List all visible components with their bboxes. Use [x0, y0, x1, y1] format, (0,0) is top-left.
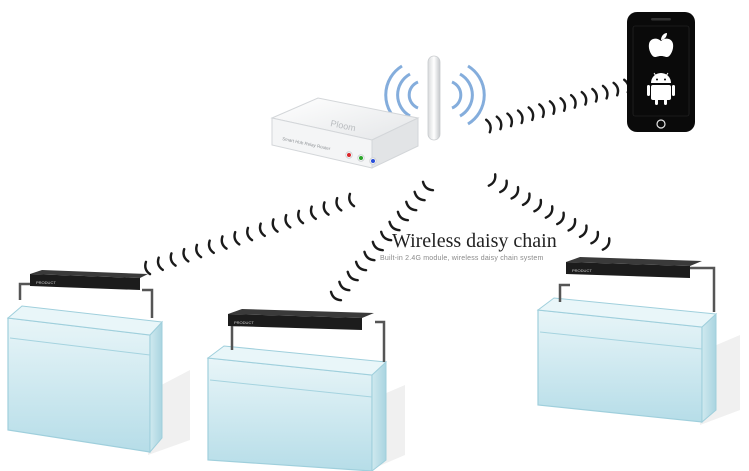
signal-arc: [364, 252, 374, 260]
signal-arc: [489, 174, 495, 185]
signal-arc: [339, 282, 349, 290]
light-bar-label: PRODUCT: [572, 268, 592, 273]
signal-arc: [298, 211, 303, 223]
signal-arc: [247, 228, 252, 240]
signal-chain-router-left-tank: [145, 194, 354, 274]
signal-arc: [534, 200, 540, 211]
signal-arc: [557, 213, 563, 224]
status-led: [347, 153, 351, 157]
diagram-caption: Wireless daisy chain: [392, 230, 557, 253]
router-antenna: [428, 56, 440, 140]
light-bar-label: PRODUCT: [36, 280, 56, 285]
signal-arc: [529, 107, 533, 119]
status-led: [371, 159, 375, 163]
signal-arc: [518, 111, 522, 123]
signal-arc: [523, 194, 529, 205]
signal-arc: [209, 241, 214, 253]
aquarium-tank-left: PRODUCT: [8, 270, 190, 455]
signal-arc: [423, 182, 433, 190]
light-bar-label: PRODUCT: [234, 320, 254, 325]
signal-arc: [331, 292, 341, 300]
signal-arc: [591, 232, 597, 243]
signal-arc: [373, 242, 383, 250]
signal-chain-router-phone: [486, 80, 628, 132]
signal-arc: [497, 117, 501, 129]
signal-arc: [512, 187, 518, 198]
signal-arc: [569, 219, 575, 230]
signal-arc: [406, 202, 416, 210]
signal-arc: [324, 202, 329, 214]
signal-arc: [539, 104, 543, 116]
status-led: [359, 156, 363, 160]
signal-arc: [603, 238, 609, 249]
signal-arc: [603, 86, 607, 98]
signal-arc: [550, 101, 554, 113]
smartphone: [627, 12, 695, 132]
router: Ploom Smart Hub Relay Router: [272, 56, 484, 168]
signal-arc: [580, 226, 586, 237]
signal-arc: [381, 232, 391, 240]
aquarium-tank-right: PRODUCT: [538, 257, 740, 425]
signal-arc: [415, 192, 425, 200]
signal-arc: [184, 249, 189, 261]
signal-arc: [546, 206, 552, 217]
signal-arc: [390, 222, 400, 230]
signal-arc: [311, 207, 316, 219]
signal-arc: [286, 215, 291, 227]
signal-arc: [235, 232, 240, 244]
signal-arc: [592, 89, 596, 101]
signal-arc: [356, 262, 366, 270]
signal-arc: [158, 258, 163, 270]
signal-arc: [614, 83, 618, 95]
signal-arc: [196, 245, 201, 257]
signal-arc: [171, 253, 176, 265]
signal-arc: [348, 272, 358, 280]
signal-arc: [260, 224, 265, 236]
signal-arc: [582, 92, 586, 104]
signal-arc: [273, 219, 278, 231]
signal-arc: [486, 120, 490, 132]
signal-arc: [145, 262, 150, 274]
signal-arc: [337, 198, 342, 210]
signal-arc: [500, 181, 506, 192]
signal-arc: [349, 194, 354, 206]
signal-arc: [571, 95, 575, 107]
aquarium-tank-center: PRODUCT: [208, 309, 405, 471]
signal-arc: [398, 212, 408, 220]
signal-arc: [560, 98, 564, 110]
diagram-subcaption: Built-in 2.4G module, wireless daisy cha…: [380, 255, 543, 262]
signal-arc: [507, 114, 511, 126]
signal-arc: [222, 236, 227, 248]
